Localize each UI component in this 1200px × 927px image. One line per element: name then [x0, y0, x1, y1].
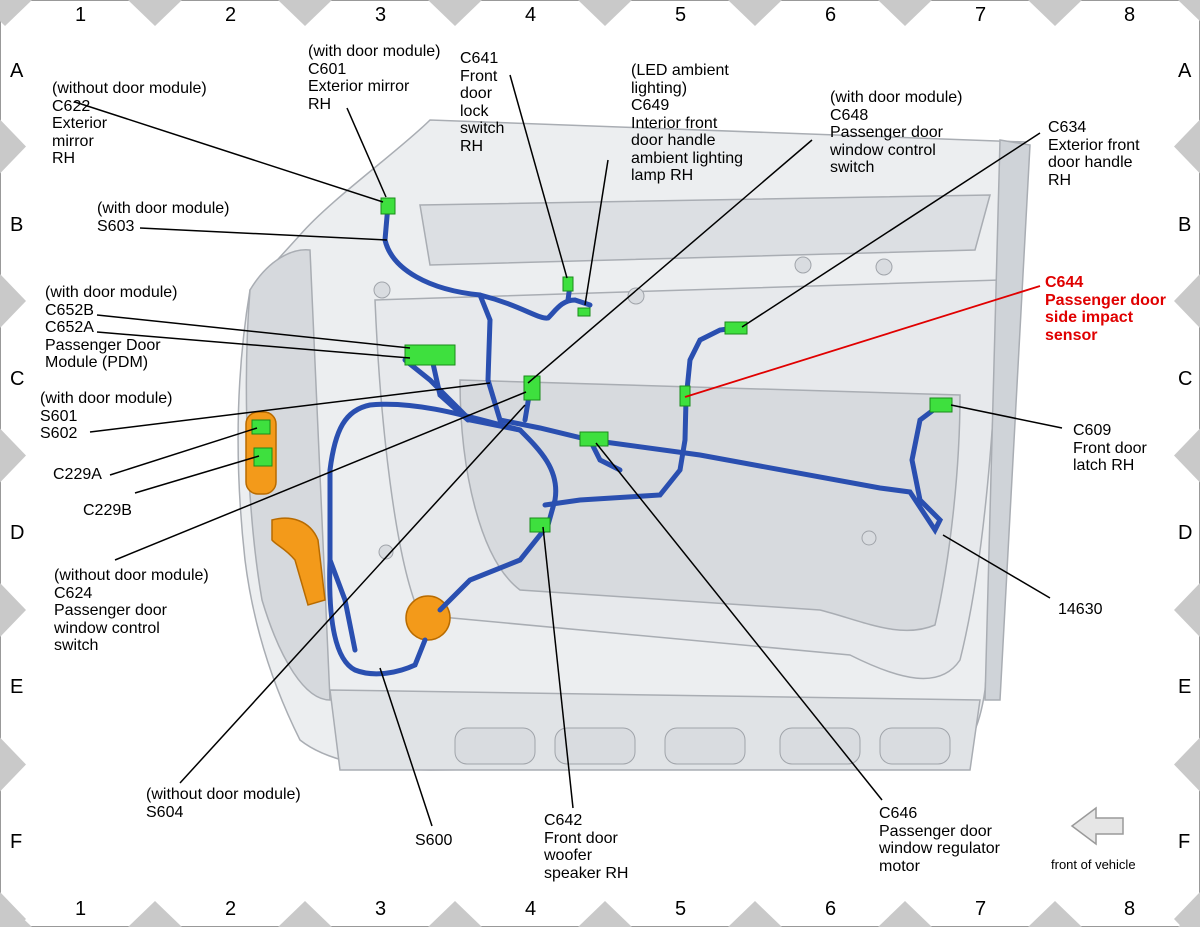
grid-col-bottom-1: 1: [75, 898, 87, 920]
grid-row-left-d: D: [10, 522, 25, 544]
grid-marker-top: [278, 0, 332, 26]
grid-marker-bottom: [1028, 901, 1082, 927]
grid-col-top-3: 3: [375, 4, 387, 26]
grid-marker-bottom: [128, 901, 182, 927]
grid-col-top-4: 4: [525, 4, 537, 26]
grid-marker-right: [1174, 892, 1200, 927]
c644-callout-line: [684, 285, 1041, 398]
label-c648: (with door module) C648 Passenger door w…: [830, 89, 963, 176]
grid-col-top-1: 1: [75, 4, 87, 26]
door-panel: [237, 119, 1031, 771]
label-s600: S600: [415, 832, 453, 849]
grid-row-right-b: B: [1178, 214, 1192, 236]
grid-row-left-e: E: [10, 676, 24, 698]
grid-marker-top: [878, 0, 932, 26]
label-c652: (with door module) C652B C652A Passenger…: [45, 284, 178, 371]
label-c642: C642 Front door woofer speaker RH: [544, 812, 629, 882]
grid-marker-right: [1174, 737, 1200, 792]
grid-col-bottom-2: 2: [225, 898, 237, 920]
grid-col-top-8: 8: [1124, 4, 1136, 26]
grid-marker-right: [1174, 583, 1200, 637]
grid-row-left-f: F: [10, 831, 23, 853]
label-c624: (without door module) C624 Passenger doo…: [54, 567, 209, 654]
front-of-vehicle-arrow: [1070, 806, 1124, 846]
wire-harness: [327, 202, 944, 677]
grid-marker-left: [0, 0, 19, 19]
grid-row-right-c: C: [1178, 368, 1193, 390]
grid-marker-right: [1181, 0, 1200, 19]
label-c644: C644 Passenger door side impact sensor: [1045, 274, 1166, 344]
label-s603: (with door module) S603: [97, 200, 230, 235]
grid-marker-left: [0, 892, 26, 927]
grid-marker-bottom: [428, 901, 482, 927]
label-c641: C641 Front door lock switch RH: [460, 50, 505, 155]
connectors: [251, 197, 953, 533]
door-panel-recesses: [373, 256, 951, 765]
label-c609: C609 Front door latch RH: [1073, 422, 1147, 474]
grid-col-top-2: 2: [225, 4, 237, 26]
front-of-vehicle-label: front of vehicle: [1051, 857, 1136, 872]
grid-marker-left: [0, 274, 26, 328]
grid-marker-bottom: [728, 901, 782, 927]
label-s604: (without door module) S604: [146, 786, 301, 821]
grid-row-right-a: A: [1178, 60, 1192, 82]
grid-row-left-a: A: [10, 60, 24, 82]
grid-col-top-6: 6: [825, 4, 837, 26]
grid-row-left-c: C: [10, 368, 25, 390]
label-c229b: C229B: [83, 502, 132, 519]
grid-col-bottom-4: 4: [525, 898, 537, 920]
grid-marker-left: [0, 737, 26, 792]
label-c601: (with door module) C601 Exterior mirror …: [308, 43, 441, 113]
label-s601-s602: (with door module) S601 S602: [40, 390, 173, 442]
grid-col-bottom-6: 6: [825, 898, 837, 920]
grid-col-bottom-8: 8: [1124, 898, 1136, 920]
grid-marker-top: [128, 0, 182, 26]
grid-marker-right: [1174, 274, 1200, 328]
grid-col-bottom-5: 5: [675, 898, 687, 920]
grid-row-right-f: F: [1178, 831, 1191, 853]
label-c622: (without door module) C622 Exterior mirr…: [52, 80, 207, 167]
label-c646: C646 Passenger door window regulator mot…: [879, 805, 1000, 875]
label-c634: C634 Exterior front door handle RH: [1048, 119, 1140, 189]
grid-marker-left: [0, 583, 26, 637]
grid-marker-right: [1174, 119, 1200, 174]
grid-marker-bottom: [878, 901, 932, 927]
grid-col-top-7: 7: [975, 4, 987, 26]
grid-marker-top: [428, 0, 482, 26]
grid-col-bottom-3: 3: [375, 898, 387, 920]
grid-marker-bottom: [578, 901, 632, 927]
label-14630: 14630: [1058, 601, 1103, 618]
grid-marker-top: [578, 0, 632, 26]
grid-marker-top: [728, 0, 782, 26]
grid-col-top-5: 5: [675, 4, 687, 26]
grid-marker-left: [0, 119, 26, 174]
callout-lines: [74, 74, 1063, 827]
grid-marker-right: [1174, 428, 1200, 483]
label-c649: (LED ambient lighting) C649 Interior fro…: [631, 62, 744, 184]
grid-col-bottom-7: 7: [975, 898, 987, 920]
grid-marker-left: [0, 428, 26, 483]
grid-marker-top: [1028, 0, 1082, 26]
grid-row-right-e: E: [1178, 676, 1192, 698]
grid-row-left-b: B: [10, 214, 24, 236]
grid-row-right-d: D: [1178, 522, 1193, 544]
grid-marker-bottom: [278, 901, 332, 927]
label-c229a: C229A: [53, 466, 102, 483]
